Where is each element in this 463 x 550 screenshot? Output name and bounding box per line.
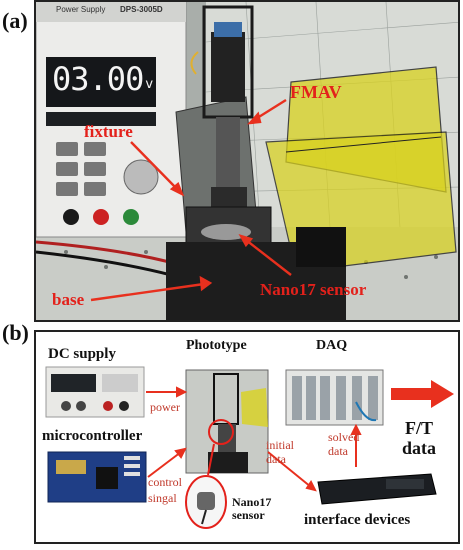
psu-model: DPS-3005D xyxy=(120,5,163,14)
psu-brand: Power Supply xyxy=(56,5,106,14)
initial-data-label: initial data xyxy=(266,438,294,466)
psu-voltage-unit: v xyxy=(145,77,154,92)
sensor-annotation: Nano17 sensor xyxy=(260,280,367,299)
interface-devices-label: interface devices xyxy=(304,512,411,528)
dc-supply-label: DC supply xyxy=(48,346,116,362)
solved-data-label: solved data xyxy=(328,430,360,458)
phototype-image xyxy=(185,369,269,474)
nano17-sensor-image xyxy=(185,443,227,529)
phototype-label: Phototype xyxy=(186,338,247,353)
dc-supply-image xyxy=(45,366,145,418)
diagram-graphics xyxy=(45,366,454,529)
fmav-annotation: FMAV xyxy=(290,82,342,102)
panel-a-label: (a) xyxy=(2,8,28,33)
power-label: power xyxy=(150,400,180,414)
fixture-annotation: fixture xyxy=(84,122,133,141)
experiment-photo: Power Supply DPS-3005D 03.00 v FMAV fixt… xyxy=(34,0,460,322)
daq-label: DAQ xyxy=(316,338,348,353)
microcontroller-label: microcontroller xyxy=(42,428,143,444)
nano17-sensor-label: Nano17 sensor xyxy=(232,495,272,522)
control-signal-label: control singal xyxy=(148,475,182,505)
microcontroller-image xyxy=(47,451,147,503)
base-annotation: base xyxy=(52,290,85,309)
ft-data-label: F/T data xyxy=(402,418,437,458)
panel-b-label: (b) xyxy=(2,320,29,345)
experiment-scene xyxy=(36,2,458,320)
interface-device-image xyxy=(317,473,437,505)
system-diagram: DC supply microcontroller Phototype DAQ … xyxy=(34,330,460,544)
psu-voltage-readout: 03.00 v xyxy=(52,60,153,98)
output-arrow xyxy=(391,380,454,408)
psu-display-panel xyxy=(46,57,156,107)
psu-voltage-value: 03.00 xyxy=(52,60,144,98)
daq-image xyxy=(285,369,384,426)
